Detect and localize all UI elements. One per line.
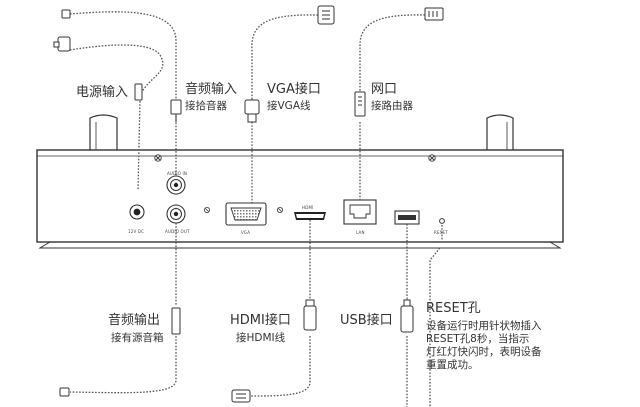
reset-hole [439,218,445,224]
audio-in-plug-icon [61,9,182,122]
hdmi-port [294,212,326,220]
audio-in-subtitle: 接拾音器 [185,100,227,112]
audio-in-port [166,175,186,195]
lan-title: 网口 [371,82,398,97]
audio-out-port [166,204,186,224]
reset-note-line: RESET孔8秒，当指示 [426,333,530,345]
usb-port [394,210,420,225]
hdmi-title: HDMI接口 [230,313,291,328]
audio-out-port-label: AUDIO OUT [165,229,190,234]
audio-out-cable [69,223,177,394]
lan-port-label: LAN [356,230,365,235]
screw-vga [203,206,210,213]
lan-cable [359,14,426,200]
hdmi-subtitle: 接HDMI线 [236,332,286,344]
reset-port-label: RESET [434,230,448,235]
hdmi-cable [249,220,311,397]
device-rear-panel [36,149,564,249]
reset-pin-line [429,225,443,407]
screw-hdmi [276,206,283,213]
vga-port-label: VGA [241,230,251,235]
dc-port-label: 12V DC [128,229,145,234]
hdmi-port-label: HDMI [302,205,314,210]
reset-note-line: 灯红灯快闪时，表明设备 [426,346,542,358]
vga-cable [251,14,319,100]
dc-power-port [129,204,145,220]
reset-note-line: 重置成功。 [426,359,479,371]
screw-left [154,154,162,162]
audio-in-port-label: AUDIO IN [167,171,188,176]
vga-title: VGA接口 [267,82,321,97]
reset-note-line: 设备运行时用针状物插入 [426,320,542,332]
power-adapter-plug-icon [53,36,143,101]
rj45-plug-icon [354,7,444,117]
vga-plug-icon [244,5,335,203]
lan-subtitle: 接路由器 [371,100,413,112]
usb-title: USB接口 [340,313,393,328]
audio-in-cable [69,11,177,176]
reset-title: RESET孔 [426,301,481,316]
usb-plug-icon [400,299,414,333]
screw-right [428,154,436,162]
vga-port [225,202,267,226]
audio-out-title: 音频输出 [108,313,161,328]
power-cable [69,44,164,191]
lan-port [343,199,377,225]
hdmi-plug-icon [231,299,317,403]
audio-in-title: 音频输入 [185,82,238,97]
power-input-label: 电源输入 [76,85,129,100]
reset-note: 设备运行时用针状物插入 RESET孔8秒，当指示 灯红灯快闪时，表明设备 重置成… [426,320,636,372]
vga-subtitle: 接VGA线 [267,100,311,112]
audio-out-subtitle: 接有源音箱 [111,332,164,344]
audio-out-plug-icon [59,307,181,397]
